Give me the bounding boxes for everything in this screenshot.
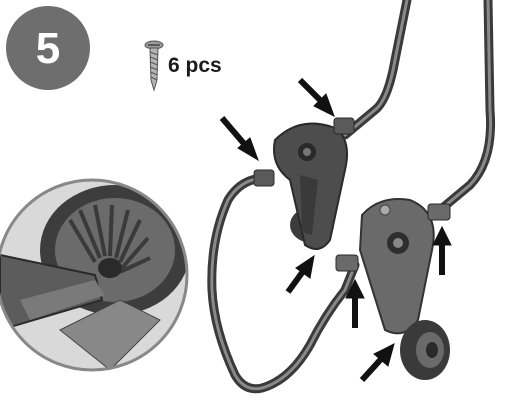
upper-wheel-housing [254, 118, 354, 249]
arrow-5 [433, 227, 451, 275]
arrow-3 [288, 256, 314, 292]
arrow-1 [222, 118, 258, 160]
arrow-2 [300, 80, 334, 116]
arrow-6 [362, 344, 394, 380]
detail-magnifier [0, 170, 200, 380]
handle-frame [212, 0, 491, 389]
